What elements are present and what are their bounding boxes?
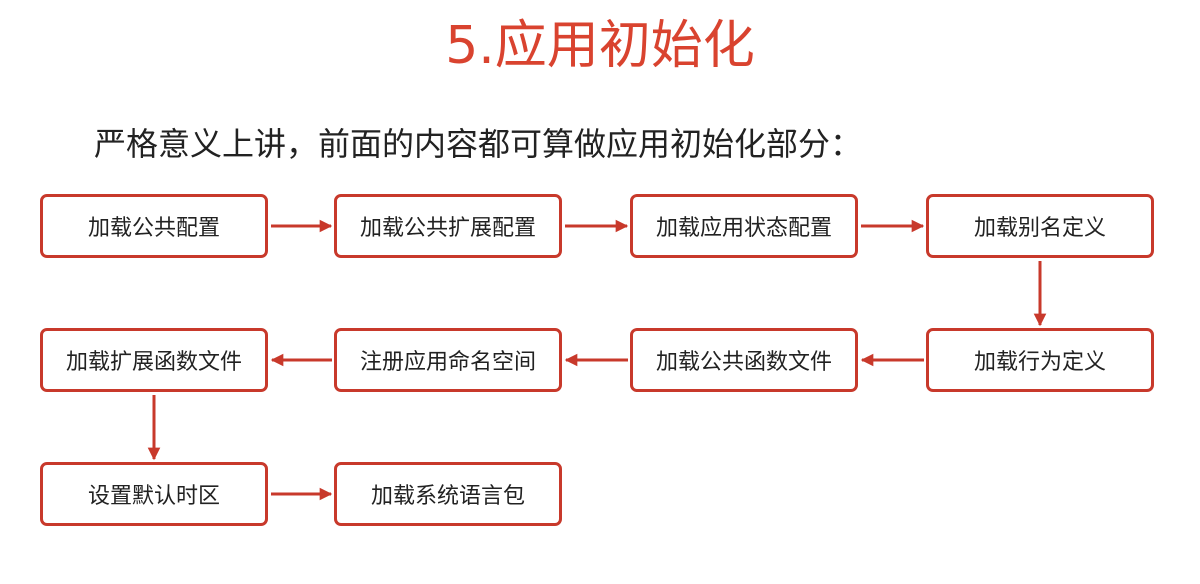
page-title: 5.应用初始化 (445, 16, 755, 76)
step-set-default-timezone: 设置默认时区 (40, 462, 268, 526)
step-load-alias-definition: 加载别名定义 (926, 194, 1154, 258)
step-register-app-namespace: 注册应用命名空间 (334, 328, 562, 392)
intro-text: 严格意义上讲，前面的内容都可算做应用初始化部分： (94, 125, 863, 163)
step-load-common-config: 加载公共配置 (40, 194, 268, 258)
step-load-common-function-file: 加载公共函数文件 (630, 328, 858, 392)
step-load-common-extend-config: 加载公共扩展配置 (334, 194, 562, 258)
step-load-behavior-definition: 加载行为定义 (926, 328, 1154, 392)
step-load-extend-function-file: 加载扩展函数文件 (40, 328, 268, 392)
step-load-system-language-pack: 加载系统语言包 (334, 462, 562, 526)
step-load-app-status-config: 加载应用状态配置 (630, 194, 858, 258)
